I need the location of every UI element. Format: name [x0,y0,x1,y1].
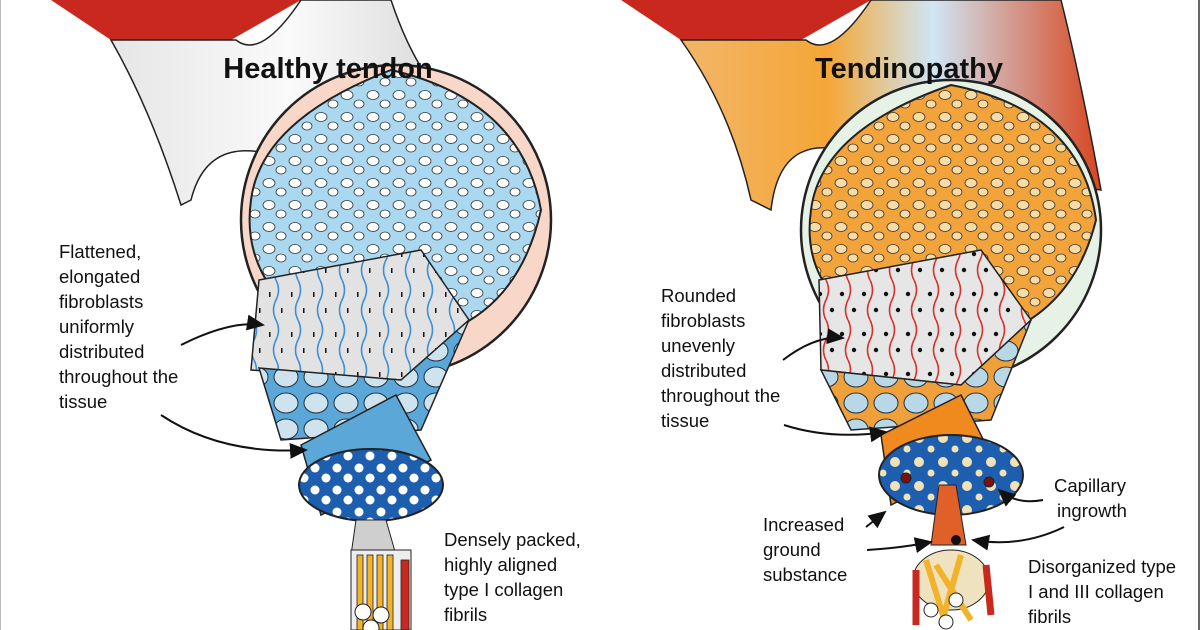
label-line: distributed [661,360,746,381]
label-line: ground [763,539,821,560]
healthy-collagen-fibrils [350,549,412,630]
label-line: elongated [59,266,140,287]
label-line: uniformly [59,316,135,337]
healthy-fibroblast-label: Flattened, elongated fibroblasts uniform… [59,241,178,412]
label-line: Increased [763,514,844,535]
arrow-tissue-patho [783,424,888,443]
label-line: fibroblasts [661,310,745,331]
label-line: ingrowth [1057,500,1127,521]
label-line: Disorganized type [1028,556,1176,577]
arrow-ground-stem [866,537,933,553]
arrow-capillary-stem [971,526,1065,551]
label-line: fibrils [444,604,487,625]
healthy-muscle [51,0,301,40]
healthy-collagen-label: Densely packed, highly aligned type I co… [444,529,581,625]
patho-cell-layer [819,319,1032,431]
patho-capillary-label: Capillary ingrowth [1054,475,1127,521]
label-line: distributed [59,341,144,362]
label-line: tissue [661,410,709,431]
label-line: throughout the [59,366,178,387]
arrow-ground-bundle [865,510,887,529]
label-line: tissue [59,391,107,412]
label-line: Capillary [1054,475,1127,496]
patho-fibroblast-label: Rounded fibroblasts unevenly distributed… [661,285,780,431]
label-line: Flattened, [59,241,141,262]
arrow-fibroblasts-healthy [180,314,265,346]
healthy-title: Healthy tendon [223,53,432,85]
healthy-fibril-bundle [298,448,444,522]
label-line: Rounded [661,285,736,306]
label-line: I and III collagen [1028,581,1164,602]
label-line: throughout the [661,385,780,406]
tendinopathy-title: Tendinopathy [815,53,1003,85]
arrow-tissue-healthy [160,414,308,459]
patho-muscle [621,0,871,40]
label-line: substance [763,564,847,585]
healthy-cell-layer [257,319,470,441]
patho-ground-label: Increased ground substance [763,514,847,585]
patho-collagen-label: Disorganized type I and III collagen fib… [1028,556,1176,627]
label-line: fibrils [1028,606,1071,627]
patho-collagen-fibrils [912,549,995,630]
patho-capillary-stem [930,484,967,546]
label-line: unevenly [661,335,736,356]
label-line: type I collagen [444,579,563,600]
label-line: fibroblasts [59,291,143,312]
arrow-fibroblasts-patho [782,328,845,361]
label-line: highly aligned [444,554,557,575]
tendinopathy-illustration [621,0,1103,630]
label-line: Densely packed, [444,529,581,550]
healthy-tendon-illustration [51,0,553,630]
arrow-capillary-bundle [997,488,1044,507]
